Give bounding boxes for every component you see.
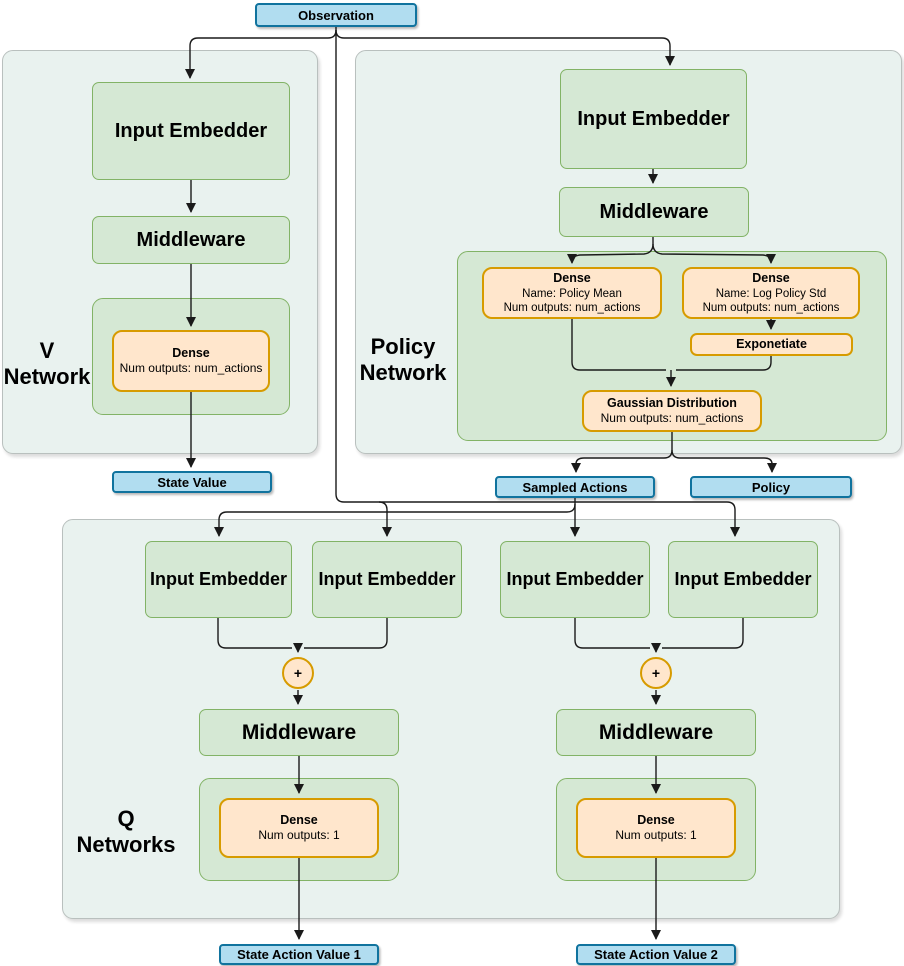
state-action-value-1-node: State Action Value 1 [219,944,379,965]
q2-sum-node: + [640,657,672,689]
exponentiate-node: Exponetiate [690,333,853,356]
q1-dense-node: Dense Num outputs: 1 [219,798,379,858]
q2-dense-title: Dense [637,813,675,828]
policy-middleware-node: Middleware [559,187,749,237]
q2-input-embedder-action-node: Input Embedder [500,541,650,618]
gaussian-distribution-node: Gaussian Distribution Num outputs: num_a… [582,390,762,432]
dense-log-policy-std-name: Name: Log Policy Std [715,287,827,300]
observation-node: Observation [255,3,417,27]
state-action-value-2-node: State Action Value 2 [576,944,736,965]
dense-log-policy-std-node: Dense Name: Log Policy Std Num outputs: … [682,267,860,319]
q1-input-embedder-action-node: Input Embedder [145,541,292,618]
policy-output-node: Policy [690,476,852,498]
q2-dense-node: Dense Num outputs: 1 [576,798,736,858]
v-middleware-node: Middleware [92,216,290,264]
v-input-embedder-node: Input Embedder [92,82,290,180]
exponentiate-label: Exponetiate [736,337,807,352]
dense-policy-mean-node: Dense Name: Policy Mean Num outputs: num… [482,267,662,319]
q1-sum-node: + [282,657,314,689]
q2-middleware-node: Middleware [556,709,756,756]
q-networks-title: Q Networks [76,806,176,857]
q1-dense-title: Dense [280,813,318,828]
dense-log-policy-std-outputs: Num outputs: num_actions [702,301,840,314]
dense-policy-mean-outputs: Num outputs: num_actions [503,301,641,314]
dense-log-policy-std-title: Dense [752,271,790,286]
q2-input-embedder-observation-node: Input Embedder [668,541,818,618]
policy-input-embedder-node: Input Embedder [560,69,747,169]
q1-input-embedder-observation-node: Input Embedder [312,541,462,618]
q2-dense-outputs: Num outputs: 1 [615,828,697,843]
gaussian-title: Gaussian Distribution [607,396,737,411]
dense-policy-mean-name: Name: Policy Mean [522,287,622,300]
policy-network-title: Policy Network [359,334,447,385]
dense-policy-mean-title: Dense [553,271,591,286]
v-dense-title: Dense [172,346,210,361]
sampled-actions-node: Sampled Actions [495,476,655,498]
state-value-node: State Value [112,471,272,493]
v-dense-node: Dense Num outputs: num_actions [112,330,270,392]
q1-dense-outputs: Num outputs: 1 [258,828,340,843]
q1-middleware-node: Middleware [199,709,399,756]
gaussian-outputs: Num outputs: num_actions [600,411,744,426]
v-dense-outputs: Num outputs: num_actions [119,361,263,376]
v-network-title: V Network [3,338,91,389]
